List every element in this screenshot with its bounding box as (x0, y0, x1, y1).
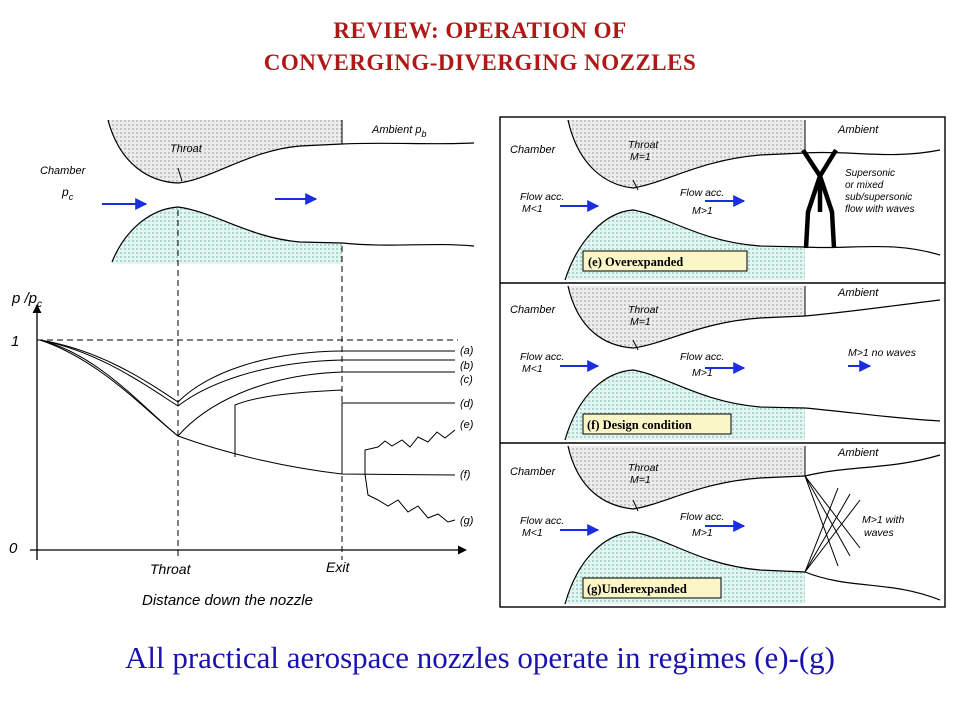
chamber-label: Chamber (40, 165, 87, 177)
panel-e-flow-in-2: M<1 (522, 203, 543, 215)
curve-e (364, 429, 456, 474)
regime-panels: Chamber Throat M=1 Ambient Flow acc. M<1… (499, 116, 946, 608)
chamber-pressure-label: pc (61, 185, 74, 202)
curve-a (39, 339, 455, 403)
panel-e-mach: M=1 (630, 151, 651, 163)
panel-e-note-2: or mixed (845, 180, 884, 191)
x-tick-throat: Throat (150, 561, 192, 577)
panel-f-throat: Throat (628, 304, 659, 316)
nozzle-lower-wall (112, 207, 342, 264)
pressure-plot: p /pc 1 0 Throat Exit Distance down the … (9, 290, 474, 609)
panel-g-mach: M=1 (630, 474, 651, 486)
panel-e-chamber: Chamber (510, 144, 557, 156)
panel-g-caption: (g)Underexpanded (587, 582, 687, 596)
panel-e-note-3: sub/supersonic (845, 192, 912, 203)
footer-note: All practical aerospace nozzles operate … (124, 640, 836, 675)
panel-f-caption: (f) Design condition (587, 418, 692, 432)
panel-f-flow-in-2: M<1 (522, 363, 543, 375)
panel-f-note-1: M>1 no waves (848, 347, 917, 359)
throat-label: Throat (170, 143, 203, 155)
curve-label-d: (d) (460, 398, 474, 410)
panel-e-flow-out-2: M>1 (692, 205, 713, 217)
curve-d-shock (234, 389, 343, 457)
panel-g-flow-in-2: M<1 (522, 527, 543, 539)
curve-label-a: (a) (460, 345, 474, 357)
x-tick-exit: Exit (326, 559, 350, 575)
panel-g-flow-out-1: Flow acc. (680, 511, 724, 523)
curve-g (364, 473, 456, 523)
curve-label-c: (c) (460, 374, 473, 386)
curve-label-e: (e) (460, 419, 474, 431)
panel-e-throat: Throat (628, 139, 659, 151)
panel-f-flow-out-2: M>1 (692, 367, 713, 379)
throat-marker (177, 167, 183, 182)
y-tick-0: 0 (9, 540, 18, 557)
panel-g-note-2: waves (864, 527, 895, 539)
panel-g-throat: Throat (628, 462, 659, 474)
panel-g-note-1: M>1 with (862, 514, 904, 526)
panel-f-ambient: Ambient (837, 287, 879, 299)
curve-c (39, 339, 455, 437)
panel-e-flow-out-1: Flow acc. (680, 187, 724, 199)
x-axis-label: Distance down the nozzle (142, 592, 313, 609)
curve-label-f: (f) (460, 469, 471, 481)
curve-f (39, 339, 456, 476)
left-nozzle-diagram: Throat Chamber pc Ambient pb (40, 119, 475, 560)
page-title-line-2: CONVERGING-DIVERGING NOZZLES (263, 50, 697, 75)
panel-e-ambient: Ambient (837, 124, 879, 136)
curve-label-b: (b) (460, 360, 474, 372)
y-tick-1: 1 (11, 333, 19, 350)
panel-g-chamber: Chamber (510, 466, 557, 478)
y-axis-label: p /pc (11, 290, 42, 310)
page-title-line-1: REVIEW: OPERATION OF (333, 18, 627, 43)
panel-e-note-1: Supersonic (845, 168, 895, 179)
ambient-pressure-label: Ambient pb (371, 124, 427, 139)
panel-f-chamber: Chamber (510, 304, 557, 316)
curve-d (341, 402, 455, 474)
shock-waves (801, 148, 838, 249)
panel-g-flow-out-2: M>1 (692, 527, 713, 539)
panel-g-flow-in-1: Flow acc. (520, 515, 564, 527)
panel-f-mach: M=1 (630, 316, 651, 328)
panel-e-flow-in-1: Flow acc. (520, 191, 564, 203)
panel-f-flow-in-1: Flow acc. (520, 351, 564, 363)
panel-g-ambient: Ambient (837, 447, 879, 459)
nozzle-upper-wall (108, 120, 342, 183)
expansion-waves (804, 475, 861, 573)
panel-e-note-4: flow with waves (845, 204, 914, 215)
panel-e-caption: (e) Overexpanded (588, 255, 683, 269)
panel-f-flow-out-1: Flow acc. (680, 351, 724, 363)
curve-b (39, 339, 455, 407)
curve-label-g: (g) (460, 515, 474, 527)
